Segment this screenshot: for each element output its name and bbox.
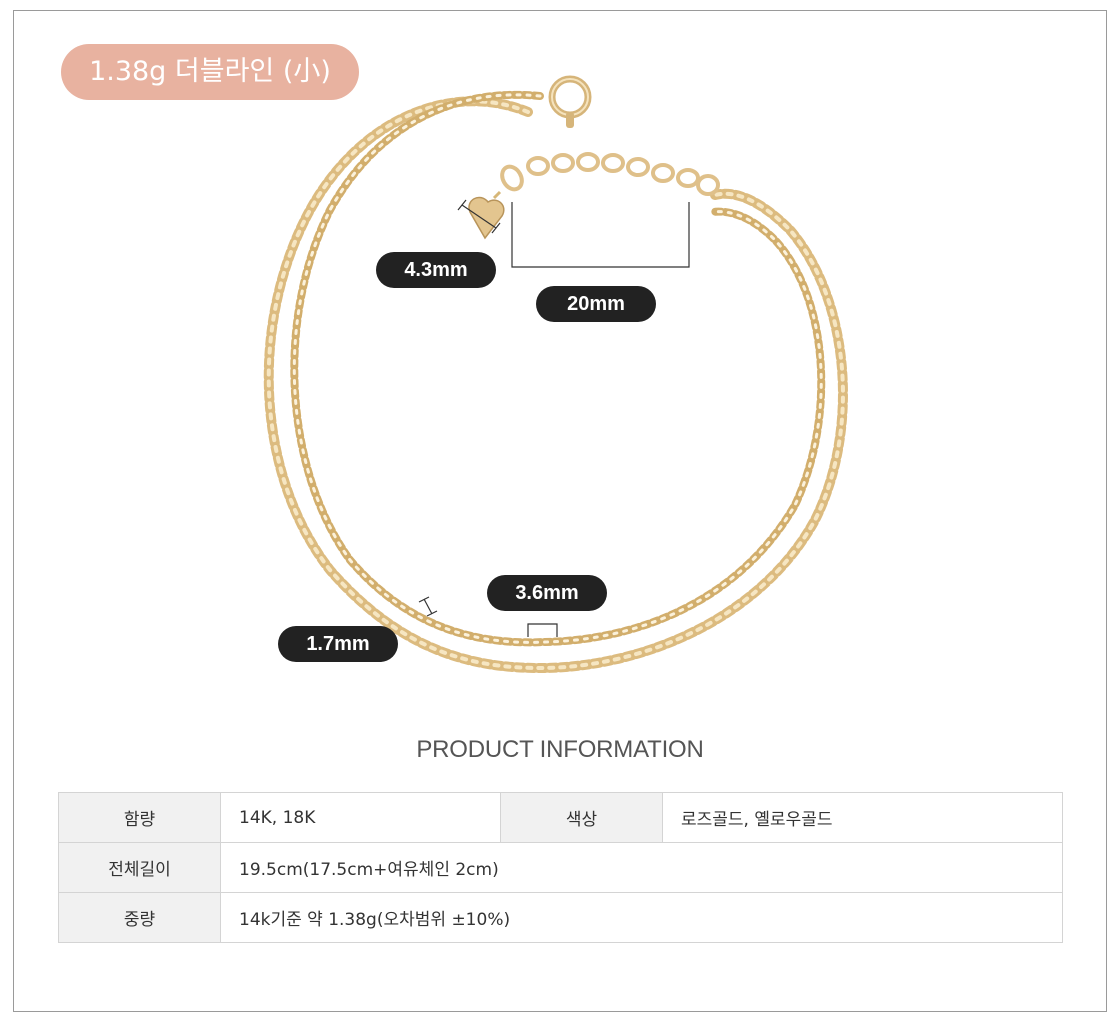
color-label: 색상 [500, 792, 663, 843]
heart-charm [468, 190, 505, 240]
chain-inner-strand [290, 90, 826, 647]
total-length-value: 19.5cm(17.5cm+여유체인 2cm) [220, 842, 1063, 893]
spring-ring-clasp [548, 75, 592, 128]
total-length-label: 전체길이 [58, 842, 221, 893]
color-value: 로즈골드, 옐로우골드 [662, 792, 1063, 843]
extender-length-label: 20mm [536, 286, 656, 322]
content-label: 함량 [58, 792, 221, 843]
content-value: 14K, 18K [220, 792, 501, 843]
charm-dimension-mark [457, 199, 501, 234]
wide-link-mark [527, 623, 558, 637]
bracelet-image [263, 75, 848, 674]
wide-link-label: 3.6mm [487, 575, 607, 611]
product-information-heading: PRODUCT INFORMATION [416, 736, 704, 763]
extender-dimension-bracket [511, 202, 690, 268]
weight-value: 14k기준 약 1.38g(오차범위 ±10%) [220, 892, 1063, 943]
table-row: 중량 14k기준 약 1.38g(오차범위 ±10%) [58, 892, 1063, 943]
table-row: 함량 14K, 18K 색상 로즈골드, 옐로우골드 [58, 792, 1063, 843]
extender-chain [500, 152, 720, 196]
product-title-badge: 1.38g 더블라인 (小) [61, 44, 359, 100]
charm-size-label: 4.3mm [376, 252, 496, 288]
product-info-table: 함량 14K, 18K 색상 로즈골드, 옐로우골드 전체길이 19.5cm(1… [58, 792, 1063, 943]
weight-label: 중량 [58, 892, 221, 943]
table-row: 전체길이 19.5cm(17.5cm+여유체인 2cm) [58, 842, 1063, 893]
thin-link-mark [418, 596, 438, 617]
thin-link-label: 1.7mm [278, 626, 398, 662]
